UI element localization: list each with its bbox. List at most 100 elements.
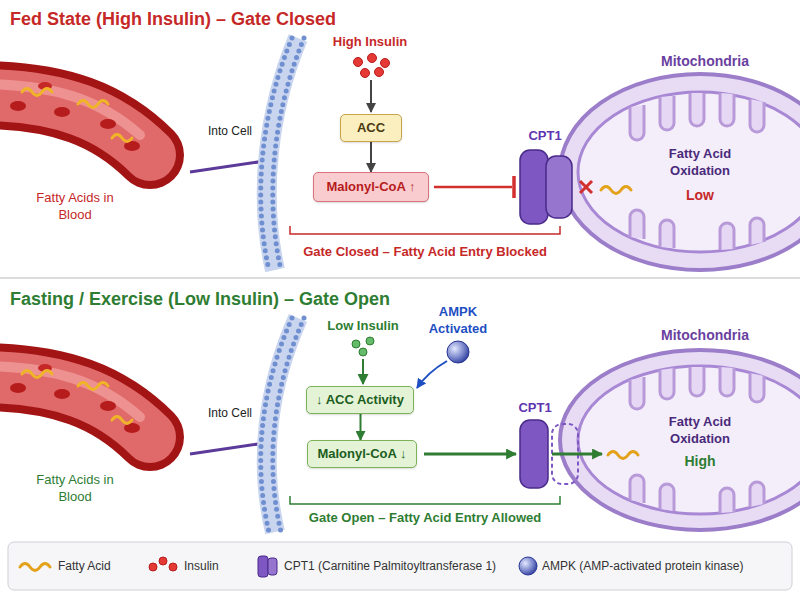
crista: [630, 475, 644, 503]
insulin-dot: [169, 563, 177, 571]
transporter-label-text: CPT1: [505, 400, 565, 417]
panel-heading: Fed State (High Insulin) – Gate Closed: [10, 8, 570, 31]
source-label: Fatty Acids in Blood: [35, 472, 115, 506]
transporter-half: [258, 556, 268, 577]
legend-ampk-icon: [519, 557, 537, 575]
insulin-dot: [381, 59, 390, 68]
flow-label: Into Cell: [195, 124, 265, 140]
flow-label-text: Into Cell: [195, 406, 265, 422]
flow-arrow: [424, 453, 516, 456]
bracket: [290, 496, 560, 504]
transporter-label: CPT1: [505, 400, 565, 417]
node-text: Malonyl-CoA ↑: [326, 179, 415, 195]
transporter-half: [520, 420, 548, 488]
ampk-label-text: AMPK Activated: [420, 304, 496, 338]
crista: [720, 223, 734, 250]
crista: [660, 96, 674, 130]
crista: [690, 93, 704, 126]
source-label-text: Fatty Acids in Blood: [35, 190, 115, 224]
legend-text: Fatty Acid: [58, 559, 111, 573]
process-label-text: Fatty Acid Oxidation: [650, 146, 750, 180]
enzyme-box: ↓ ACC Activity: [306, 386, 414, 414]
crista: [720, 93, 734, 126]
organelle-label: Mitochondria: [645, 52, 765, 70]
organelle-label-text: Mitochondria: [645, 52, 765, 70]
blood-vessel: [0, 364, 150, 437]
source-label: Fatty Acids in Blood: [35, 190, 115, 224]
inhibition-line: [434, 186, 512, 189]
activation-arrow: [370, 80, 372, 112]
enzyme-box: ACC: [340, 114, 402, 142]
panel-heading-text: Fed State (High Insulin) – Gate Closed: [10, 8, 570, 31]
signal-arrow: [417, 361, 447, 388]
insulin-dots: [352, 337, 374, 356]
transporter-half: [546, 156, 572, 218]
transporter-half: [520, 150, 548, 224]
insulin-dot: [359, 348, 367, 356]
crista: [630, 105, 644, 140]
crista: [630, 377, 644, 409]
crista: [750, 373, 764, 402]
crista: [660, 484, 674, 511]
transporter-label-text: CPT1: [505, 128, 585, 145]
inner-membrane: [578, 366, 800, 514]
crista: [660, 220, 674, 248]
blood-vessel: [0, 82, 150, 155]
process-label: Fatty Acid Oxidation: [650, 146, 750, 180]
level-label-text: Low: [670, 186, 730, 204]
node-text: ACC: [357, 120, 385, 136]
bracket: [290, 226, 560, 234]
panel-heading-text: Fasting / Exercise (Low Insulin) – Gate …: [10, 288, 570, 311]
process-label: Fatty Acid Oxidation: [650, 414, 750, 448]
insulin-dot: [149, 563, 157, 571]
insulin-label: Low Insulin: [318, 318, 408, 335]
crista: [750, 482, 764, 507]
panel-heading: Fasting / Exercise (Low Insulin) – Gate …: [10, 288, 570, 311]
transporter-half: [268, 558, 277, 575]
fatty-acid-squiggle: [601, 187, 631, 194]
legend-fatty-acid-icon: [20, 564, 50, 571]
outer-membrane: [560, 350, 800, 530]
insulin-dot: [352, 340, 360, 348]
insulin-dot: [361, 69, 370, 78]
insulin-dot: [368, 54, 377, 63]
gate-caption: Gate Closed – Fatty Acid Entry Blocked: [260, 244, 590, 261]
fatty-acid-squiggle: [608, 452, 638, 459]
crista: [720, 367, 734, 396]
gate-caption-text: Gate Closed – Fatty Acid Entry Blocked: [260, 244, 590, 261]
organelle-label-text: Mitochondria: [645, 326, 765, 344]
connector: [360, 414, 362, 440]
flow-arrow: [552, 453, 602, 456]
process-label-text: Fatty Acid Oxidation: [650, 414, 750, 448]
mitochondrion: [560, 74, 800, 270]
mitochondrion: [560, 350, 800, 530]
cpt1-transporter: [520, 150, 572, 224]
level-label: High: [670, 452, 730, 470]
insulin-label: High Insulin: [320, 34, 420, 51]
flow-label-text: Into Cell: [195, 124, 265, 140]
legend-insulin-icon: [149, 557, 177, 571]
crista: [630, 210, 644, 239]
metabolite-box: Malonyl-CoA ↓: [307, 440, 417, 468]
outer-membrane: [560, 74, 800, 270]
crista: [750, 99, 764, 132]
inner-membrane: [578, 92, 800, 252]
x-stroke: [580, 181, 592, 193]
connector: [370, 142, 372, 172]
panel-divider: [0, 277, 800, 279]
metabolite-box: Malonyl-CoA ↑: [313, 172, 429, 202]
legend-cpt1-icon: [258, 556, 277, 577]
signal-arrow: [362, 359, 364, 384]
legend-bar: [8, 542, 792, 590]
inhibition-bar: [512, 176, 516, 198]
insulin-label-text: Low Insulin: [318, 318, 408, 335]
insulin-dot: [354, 58, 363, 67]
insulin-dot: [159, 557, 167, 565]
insulin-dots: [354, 54, 390, 78]
legend-text: CPT1 (Carnitine Palmitoyltransferase 1): [284, 559, 496, 573]
level-label: Low: [670, 186, 730, 204]
insulin-dot: [375, 68, 384, 77]
crista: [660, 368, 674, 399]
source-label-text: Fatty Acids in Blood: [35, 472, 115, 506]
